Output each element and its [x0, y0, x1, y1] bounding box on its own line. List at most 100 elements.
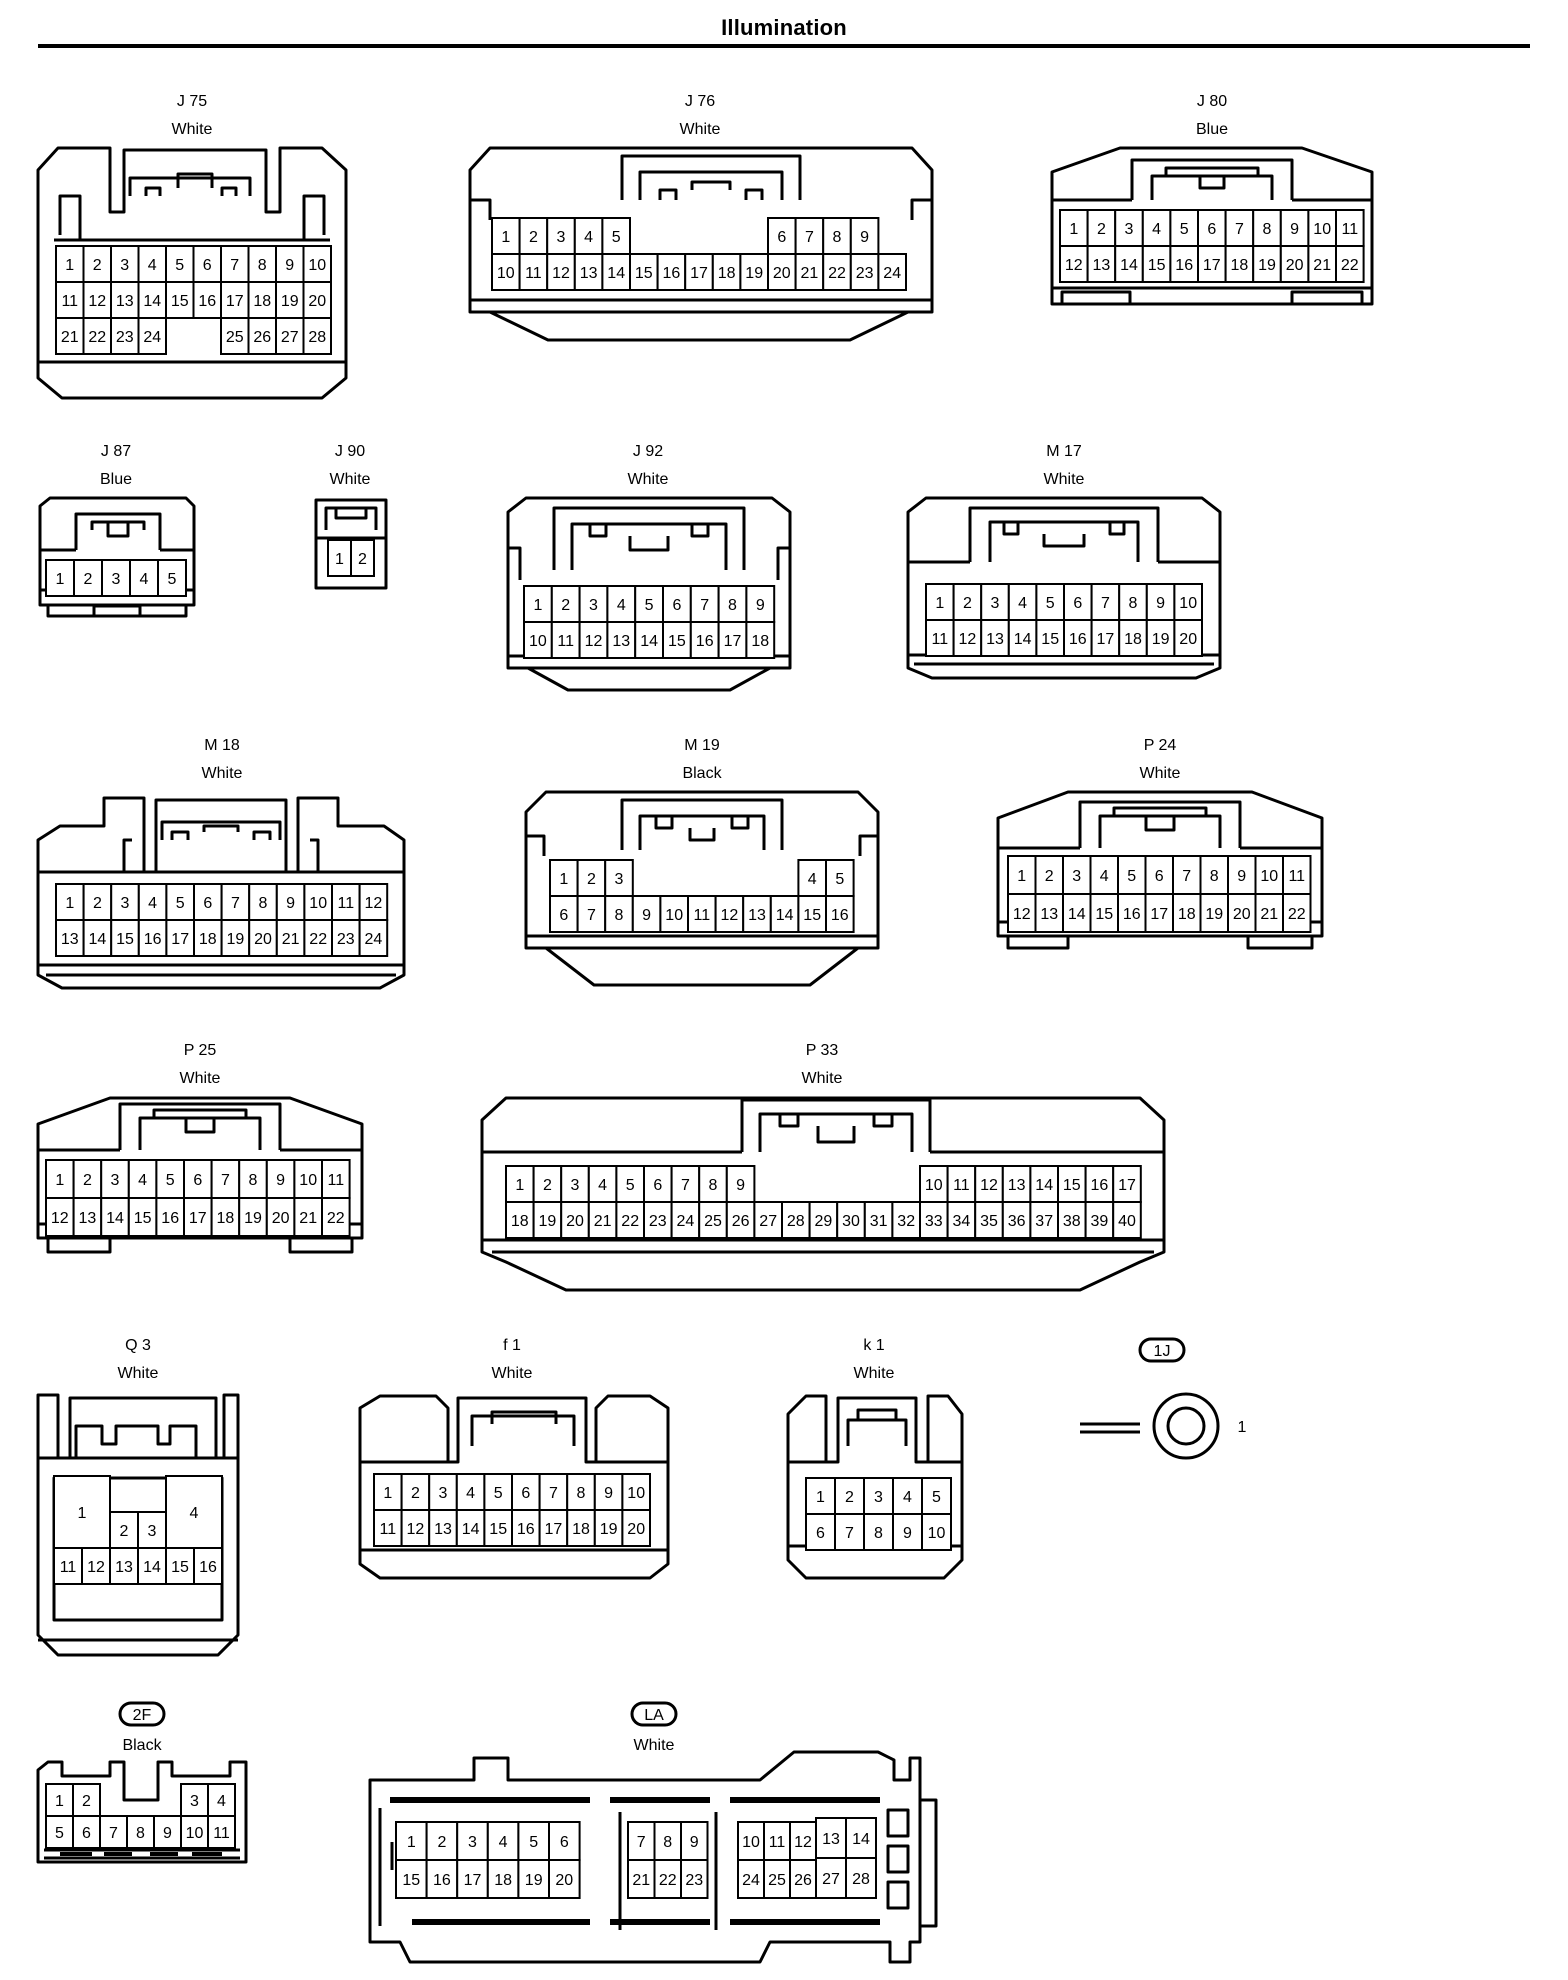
pin-p25-4: 4 [127, 1159, 158, 1199]
pin-p24-19-label: 19 [1205, 906, 1223, 923]
pin-m17-17-label: 17 [1097, 631, 1115, 648]
pin-f1-11: 11 [373, 1509, 403, 1547]
pin-j76-21: 21 [794, 253, 825, 291]
pin-m18-5: 5 [165, 883, 195, 921]
pin-m19-12-label: 12 [721, 907, 739, 924]
connector-q3-color: White [118, 1365, 159, 1382]
pin-p25-11-label: 11 [327, 1172, 344, 1189]
pin-j75-20: 20 [302, 281, 332, 319]
pin-j76-15: 15 [629, 253, 659, 291]
pin-la-22: 22 [653, 1859, 682, 1899]
pin-p33-23-label: 23 [649, 1213, 667, 1230]
pin-m17-9: 9 [1145, 583, 1176, 621]
pin-p33-21: 21 [587, 1201, 618, 1239]
pin-la-25-label: 25 [768, 1872, 786, 1889]
pin-m17-12-label: 12 [959, 631, 977, 648]
pin-j76-19-label: 19 [745, 265, 763, 282]
pin-f1-12-label: 12 [407, 1521, 425, 1538]
pin-j80-15-label: 15 [1148, 257, 1166, 274]
pin-p24-7-label: 7 [1182, 868, 1191, 885]
pin-p24-13: 13 [1034, 893, 1064, 933]
pin-p33-17-label: 17 [1118, 1177, 1136, 1194]
pin-j92-2: 2 [550, 585, 581, 623]
pin-m18-6-label: 6 [203, 895, 212, 912]
pin-j75-14: 14 [137, 281, 167, 319]
pin-j87-5: 5 [157, 559, 187, 597]
pin-2f-2-label: 2 [82, 1793, 91, 1810]
connector-m18-housing [36, 796, 406, 990]
pin-j75-22-label: 22 [88, 329, 106, 346]
pin-j76-10: 10 [491, 253, 521, 291]
pin-p33-27-label: 27 [759, 1213, 777, 1230]
pin-j76-12: 12 [546, 253, 576, 291]
pin-m19-10-label: 10 [665, 907, 683, 924]
pin-j92-12-label: 12 [585, 633, 603, 650]
pin-m17-16-label: 16 [1069, 631, 1087, 648]
pin-la-26: 26 [789, 1859, 817, 1899]
pin-p24-15-label: 15 [1095, 906, 1113, 923]
pin-p24-16: 16 [1117, 893, 1147, 933]
pin-m18-17-label: 17 [171, 931, 189, 948]
pin-q3-11-label: 11 [60, 1559, 77, 1576]
pin-j76-6-label: 6 [777, 229, 786, 246]
pin-j75-5-label: 5 [175, 257, 184, 274]
pin-q3-1: 1 [53, 1475, 111, 1549]
connector-p33-color: White [802, 1070, 843, 1087]
pin-j76-1-label: 1 [501, 229, 510, 246]
pin-la-15: 15 [395, 1859, 428, 1899]
pin-j76-11: 11 [518, 253, 549, 291]
pin-j92-17-label: 17 [724, 633, 742, 650]
pin-p33-9-label: 9 [736, 1177, 745, 1194]
pin-la-13: 13 [815, 1817, 847, 1859]
pin-q3-14: 14 [137, 1547, 167, 1585]
pin-p24-15: 15 [1089, 893, 1119, 933]
pin-p25-13: 13 [72, 1197, 103, 1237]
pin-p24-3-label: 3 [1072, 868, 1081, 885]
pin-p24-21-label: 21 [1260, 906, 1278, 923]
pin-j92-16-label: 16 [696, 633, 714, 650]
pin-p24-22: 22 [1282, 893, 1312, 933]
pin-j92-5-label: 5 [645, 597, 654, 614]
pin-p33-3: 3 [560, 1165, 590, 1203]
connector-p25-housing [36, 1096, 364, 1254]
pin-p24-18-label: 18 [1178, 906, 1196, 923]
pin-k1-10: 10 [921, 1513, 952, 1551]
pin-m18-23-label: 23 [337, 931, 355, 948]
connector-j92-color: White [628, 471, 669, 488]
pin-j80-12-label: 12 [1065, 257, 1083, 274]
pin-la-15-label: 15 [402, 1872, 420, 1889]
pin-j75-26-label: 26 [253, 329, 271, 346]
pin-m18-16-label: 16 [144, 931, 162, 948]
pin-m17-13-label: 13 [986, 631, 1004, 648]
pin-j76-21-label: 21 [801, 265, 819, 282]
pin-j75-6-label: 6 [203, 257, 212, 274]
pin-p24-2: 2 [1034, 855, 1064, 895]
pin-k1-2-label: 2 [845, 1489, 854, 1506]
pin-m17-10-label: 10 [1179, 595, 1197, 612]
pin-j75-13-label: 13 [116, 293, 134, 310]
pin-f1-5: 5 [483, 1473, 513, 1511]
pin-m18-14-label: 14 [89, 931, 107, 948]
pin-m18-11: 11 [331, 883, 361, 921]
pin-f1-11-label: 11 [379, 1521, 396, 1538]
pin-m17-4: 4 [1007, 583, 1038, 621]
pin-m17-20: 20 [1173, 619, 1204, 657]
pin-j75-8-label: 8 [258, 257, 267, 274]
pin-m17-4-label: 4 [1018, 595, 1027, 612]
pin-j75-28-label: 28 [308, 329, 326, 346]
pin-m18-8-label: 8 [259, 895, 268, 912]
connector-j87-code: J 87 [101, 443, 131, 460]
pin-m17-7-label: 7 [1101, 595, 1110, 612]
pin-j76-8: 8 [822, 217, 852, 255]
pin-p25-4-label: 4 [138, 1172, 147, 1189]
pin-la-1-label: 1 [407, 1834, 416, 1851]
pin-j76-18-label: 18 [718, 265, 736, 282]
pin-m17-5: 5 [1035, 583, 1066, 621]
pin-m19-14: 14 [769, 895, 800, 933]
pin-f1-20: 20 [621, 1509, 652, 1547]
pin-p25-8-label: 8 [249, 1172, 258, 1189]
pin-m17-14-label: 14 [1014, 631, 1032, 648]
pin-2f-11-label: 11 [213, 1825, 230, 1842]
pin-j75-12: 12 [82, 281, 112, 319]
pin-j76-23: 23 [849, 253, 880, 291]
